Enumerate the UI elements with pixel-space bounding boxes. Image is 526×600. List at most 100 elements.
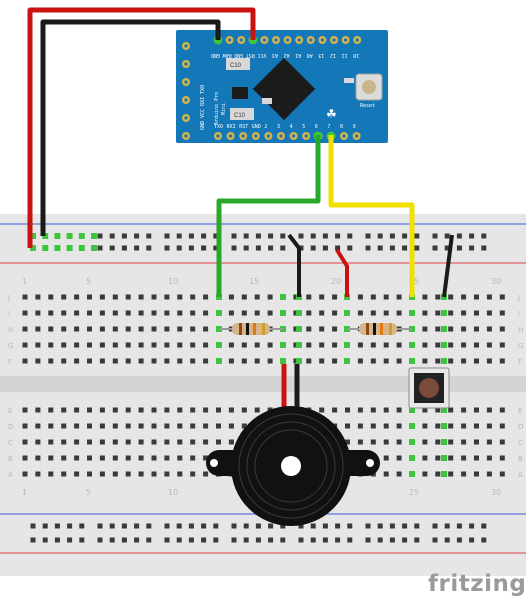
connected-hole: [409, 471, 415, 477]
breadboard-hole: [474, 439, 479, 445]
rail-hole: [243, 233, 249, 239]
breadboard-hole: [190, 471, 196, 477]
rail-hole: [134, 537, 140, 543]
breadboard-hole: [357, 342, 363, 348]
connected-hole: [441, 471, 447, 477]
breadboard-hole: [138, 342, 144, 348]
breadboard-hole: [61, 455, 67, 461]
breadboard-hole: [241, 423, 247, 429]
breadboard-hole: [241, 310, 247, 316]
breadboard-hole: [164, 358, 170, 364]
breadboard-hole: [383, 439, 389, 445]
breadboard-hole: [228, 310, 234, 316]
breadboard-hole: [357, 358, 363, 364]
breadboard-hole: [332, 310, 338, 316]
pushbutton[interactable]: [408, 367, 450, 409]
wire-yellow-pin4[interactable]: [328, 135, 415, 297]
breadboard-hole: [112, 471, 118, 477]
breadboard-hole: [293, 310, 299, 316]
wire-red-jumper[interactable]: [335, 248, 349, 297]
regulator: [232, 87, 248, 99]
rail-hole: [414, 245, 420, 251]
row-letter: I: [518, 310, 520, 318]
wire-red-vcc[interactable]: [27, 7, 256, 248]
breadboard-hole: [99, 407, 105, 413]
rail-hole: [164, 523, 170, 529]
breadboard-hole: [35, 342, 41, 348]
breadboard-hole: [319, 310, 325, 316]
wire-green-pin5[interactable]: [216, 135, 321, 297]
breadboard-hole: [22, 342, 28, 348]
breadboard-hole: [48, 423, 54, 429]
rail-hole: [176, 245, 182, 251]
rail-hole: [255, 233, 261, 239]
breadboard-hole: [241, 407, 247, 413]
resistor-2[interactable]: [347, 323, 412, 335]
breadboard-hole: [151, 455, 157, 461]
breadboard-hole: [164, 455, 170, 461]
breadboard-hole: [61, 294, 67, 300]
connected-hole: [280, 358, 286, 364]
breadboard-hole: [125, 358, 131, 364]
breadboard-hole: [370, 310, 376, 316]
resistor-1[interactable]: [219, 323, 283, 335]
breadboard-hole: [383, 407, 389, 413]
breadboard-hole: [177, 471, 183, 477]
breadboard-hole: [48, 358, 54, 364]
wire-black-jumper-2[interactable]: [442, 234, 454, 298]
rail-hole: [213, 233, 219, 239]
breadboard-hole: [306, 342, 312, 348]
fritzing-logo: fritzing: [428, 571, 526, 597]
breadboard-hole: [474, 407, 479, 413]
breadboard-hole: [99, 310, 105, 316]
rail-hole: [79, 537, 85, 543]
column-number: 10: [168, 488, 178, 497]
breadboard-hole: [164, 310, 170, 316]
breadboard-hole: [177, 310, 183, 316]
wire-black-jumper-1[interactable]: [287, 233, 301, 297]
breadboard-hole: [370, 358, 376, 364]
piezo-buzzer: [206, 364, 380, 526]
connected-hole: [441, 455, 447, 461]
rail-hole: [389, 233, 395, 239]
rail-hole: [414, 233, 420, 239]
column-number: 10: [168, 277, 178, 286]
rail-hole: [335, 233, 341, 239]
wire-black-gnd[interactable]: [40, 19, 221, 236]
breadboard-hole: [383, 471, 389, 477]
rail-hole: [481, 537, 487, 543]
rail-hole: [201, 245, 207, 251]
rail-hole: [481, 523, 487, 529]
left-header-text: GND VCC RXI TXO: [200, 85, 206, 130]
row-letter: G: [8, 342, 13, 350]
breadboard-hole: [112, 326, 118, 332]
rail-hole: [298, 523, 304, 529]
breadboard-hole: [228, 407, 234, 413]
breadboard-hole: [112, 342, 118, 348]
rail-hole: [121, 537, 127, 543]
breadboard-hole: [306, 358, 312, 364]
pin-label: A0: [307, 52, 313, 58]
breadboard-hole: [435, 294, 441, 300]
rail-hole: [164, 233, 170, 239]
pin-label: 4: [290, 124, 293, 130]
rail-hole: [146, 523, 152, 529]
rail-hole: [176, 233, 182, 239]
connected-rail-hole: [54, 245, 61, 251]
breadboard-hole: [370, 342, 376, 348]
breadboard-hole: [486, 455, 492, 461]
pin-label: VCC: [257, 52, 266, 58]
connected-hole: [409, 423, 415, 429]
rail-hole: [347, 245, 353, 251]
breadboard-hole: [177, 342, 183, 348]
breadboard-hole: [332, 326, 338, 332]
row-letter: F: [8, 358, 12, 366]
breadboard-hole: [22, 294, 28, 300]
rail-hole: [121, 233, 127, 239]
rail-hole: [213, 245, 219, 251]
breadboard-hole: [74, 310, 80, 316]
rail-hole: [109, 523, 115, 529]
connected-rail-hole: [91, 245, 97, 251]
breadboard-hole: [99, 358, 105, 364]
breadboard-hole: [74, 423, 80, 429]
